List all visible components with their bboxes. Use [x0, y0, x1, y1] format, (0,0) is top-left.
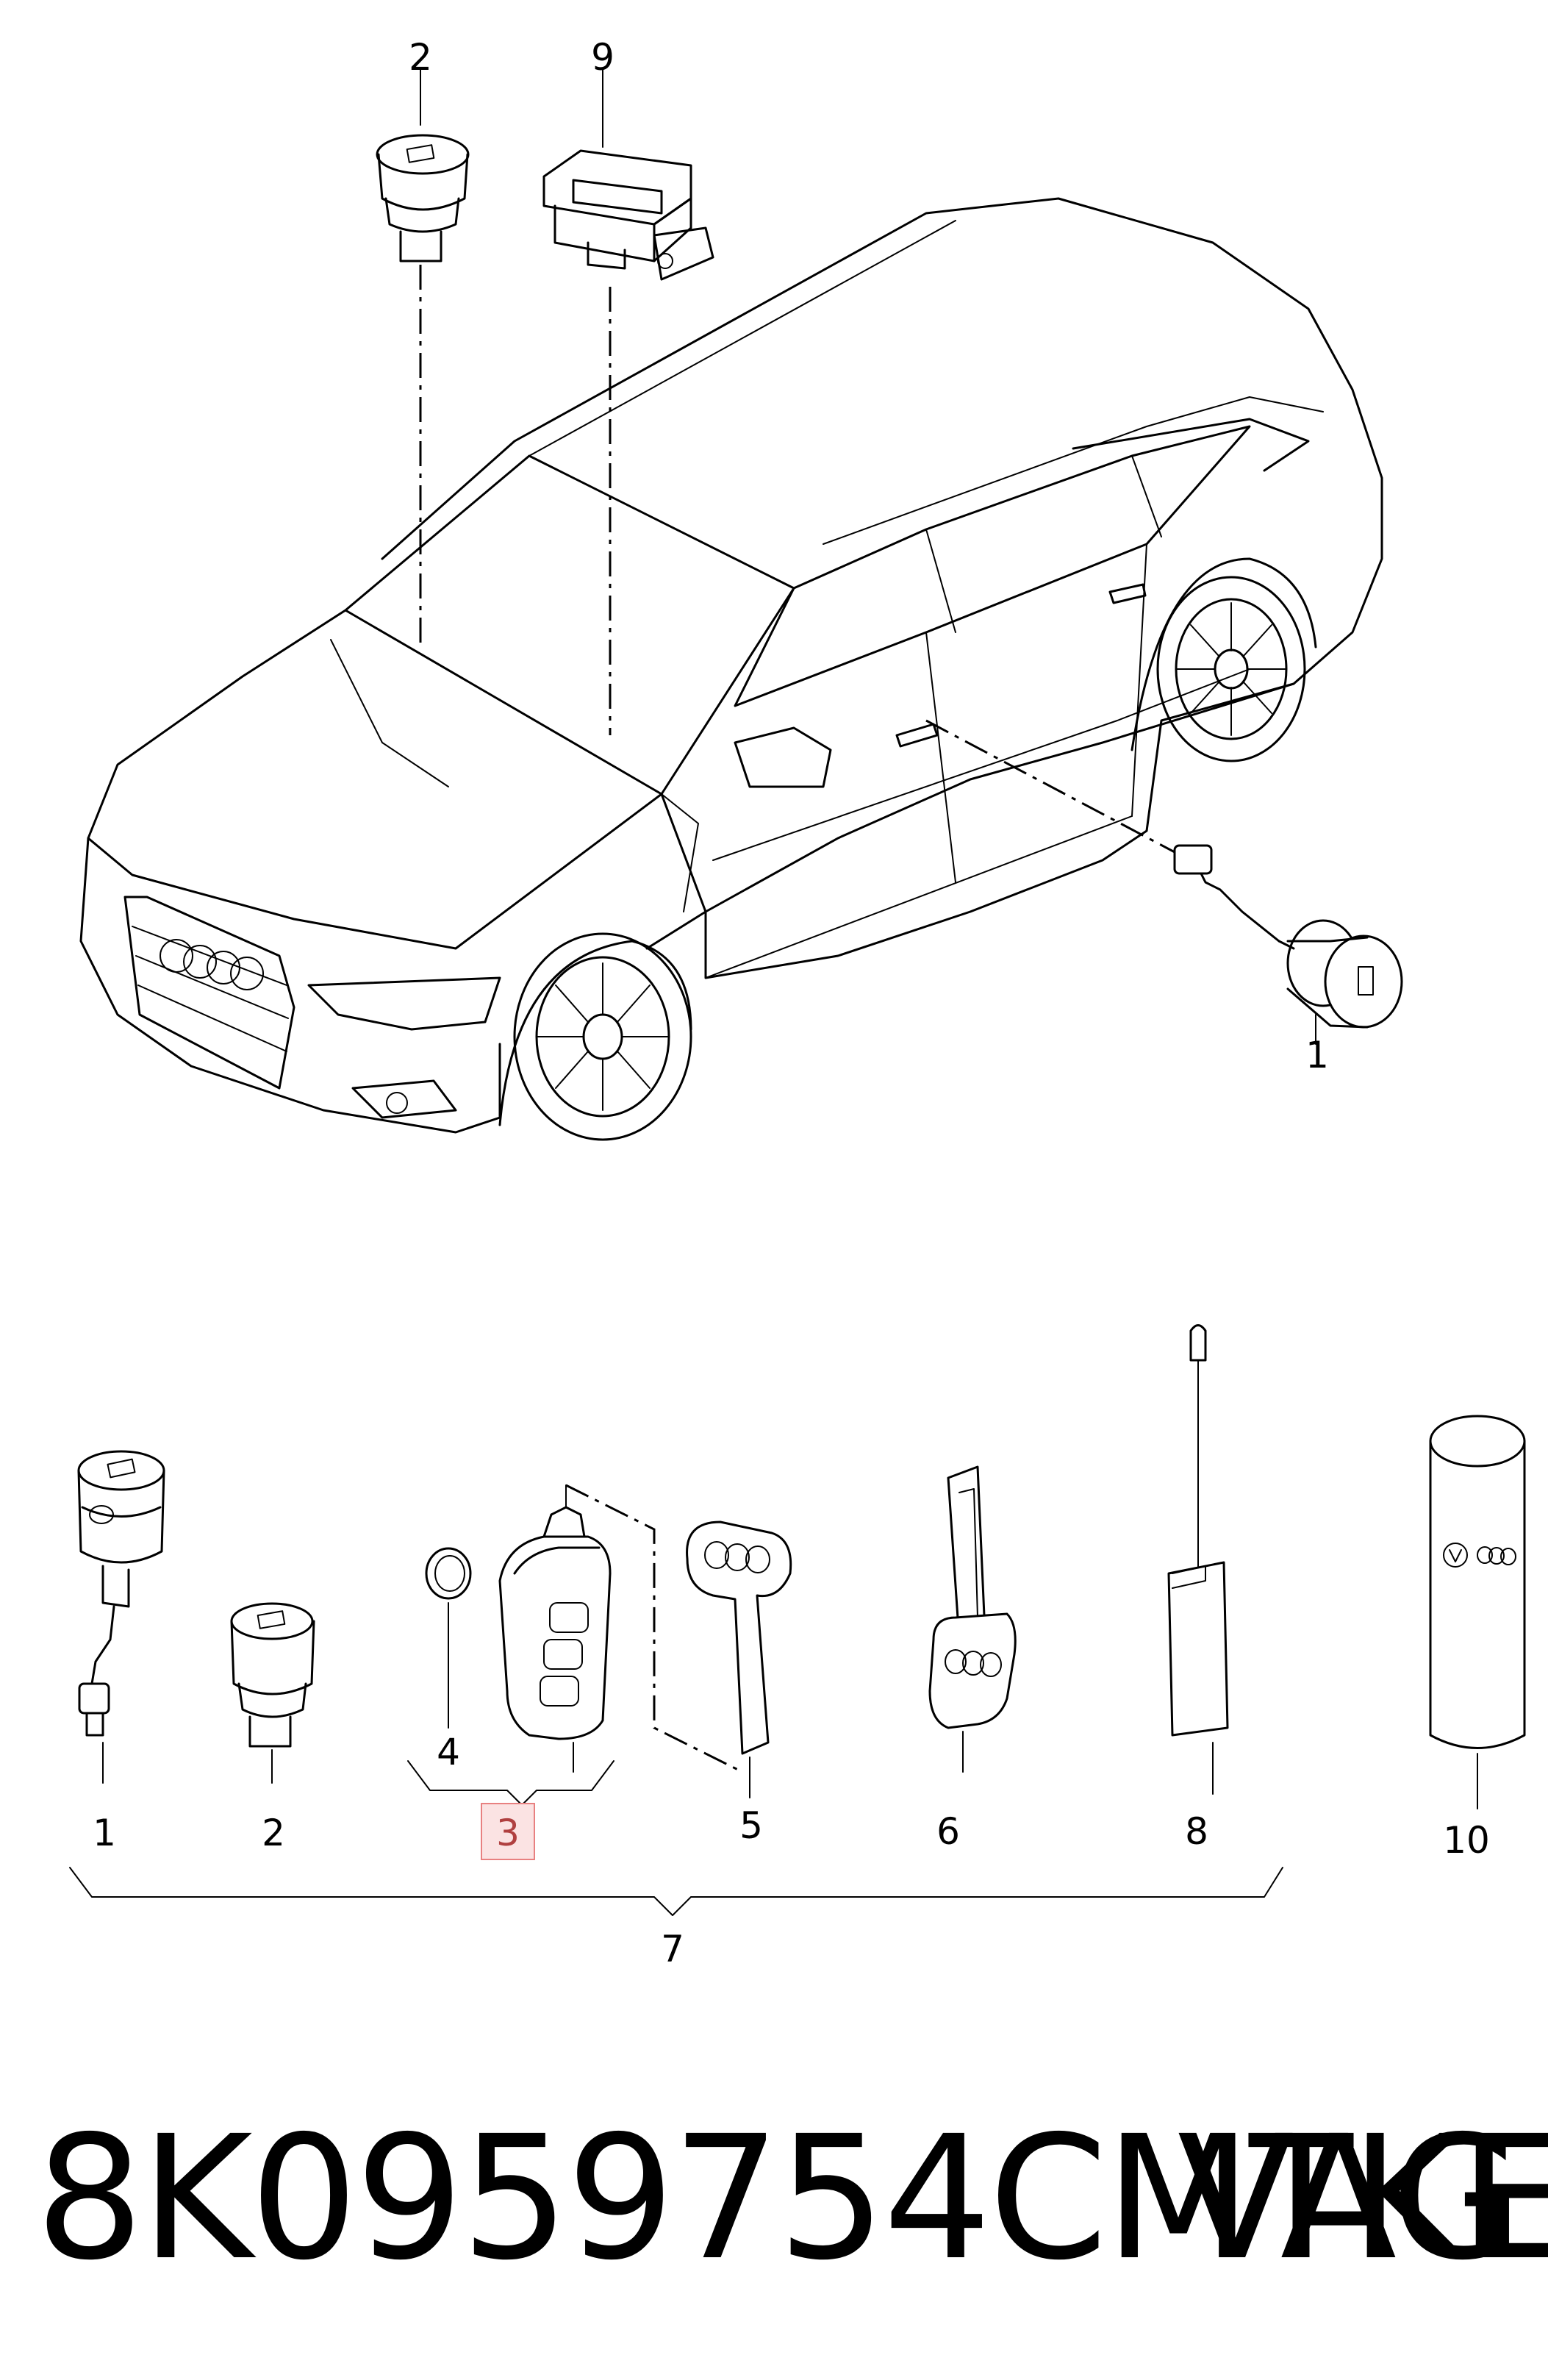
front-wheel	[498, 932, 692, 1141]
part-4-illustration	[425, 1547, 472, 1600]
highlight-box-3	[481, 1803, 535, 1860]
callout-8: 8	[1185, 1810, 1208, 1853]
callout-9-top: 9	[591, 36, 614, 79]
callout-5: 5	[739, 1804, 763, 1847]
rear-wheel	[1130, 557, 1317, 762]
callout-2: 2	[262, 1812, 285, 1854]
callout-1: 1	[93, 1812, 116, 1854]
bracket-7	[69, 1867, 1283, 1916]
part-2-illustration	[230, 1602, 315, 1748]
part-9-illustration	[542, 149, 714, 281]
part-1-top-illustration	[1173, 844, 1403, 1029]
callout-4: 4	[437, 1731, 460, 1773]
callout-10: 10	[1443, 1819, 1490, 1862]
car-illustration	[79, 197, 1383, 1141]
callout-7: 7	[661, 1928, 684, 1970]
part-2-top-illustration	[376, 134, 470, 262]
leader-3-blade	[565, 1484, 743, 1773]
callout-2-top: 2	[409, 36, 432, 79]
part-number: 8K0959754CMTKE	[35, 2099, 1548, 2298]
leader-1-top	[925, 719, 1177, 854]
vendor-name: VAG	[1177, 2099, 1523, 2298]
part-3-illustration	[498, 1484, 612, 1740]
caption: 8K0959754CMTKE VAG	[35, 2088, 1548, 2309]
callout-3: 3	[496, 1812, 520, 1854]
part-8-illustration	[1167, 1324, 1229, 1737]
callout-6: 6	[936, 1810, 960, 1853]
part-5-illustration	[686, 1520, 792, 1755]
part-6-illustration	[928, 1465, 1017, 1729]
callout-1-top: 1	[1305, 1034, 1329, 1076]
part-10-illustration	[1429, 1415, 1526, 1749]
part-1-illustration	[77, 1450, 165, 1737]
